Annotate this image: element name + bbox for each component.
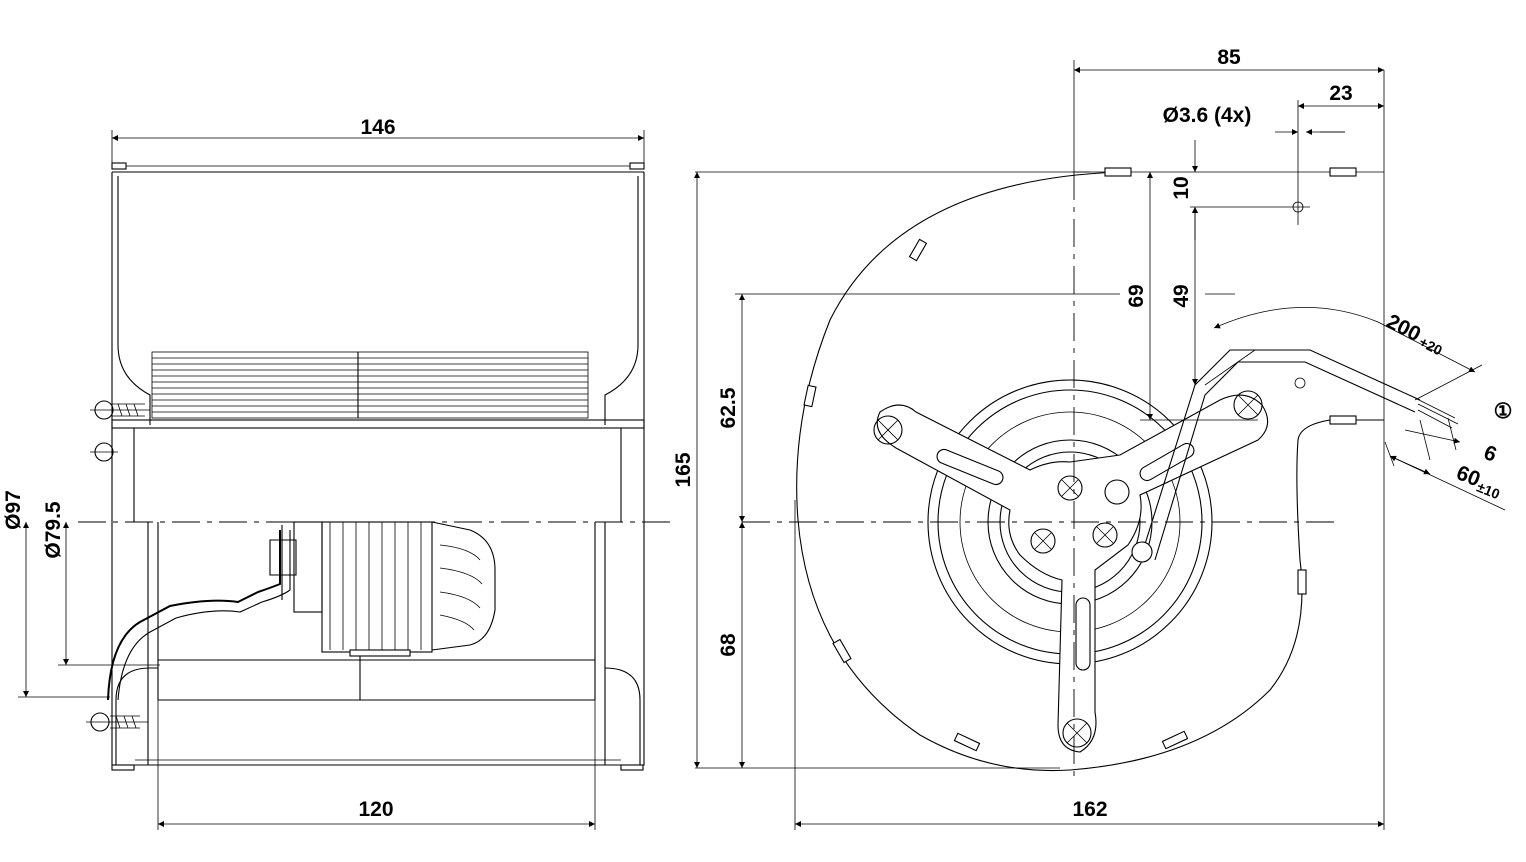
bolt-icons [877, 394, 1259, 744]
dim-162: 162 [1072, 798, 1107, 821]
dim-120: 120 [358, 798, 393, 821]
side-dimensions: 146 120 Ø97 Ø79.5 [2, 116, 645, 830]
dim-dia-97: Ø97 [2, 490, 25, 530]
screw-icon [86, 712, 148, 732]
dim-cable-length: 200 [1383, 310, 1425, 346]
dim-10: 10 [1170, 176, 1193, 199]
motor-fins [329, 522, 422, 650]
dim-strip-6: 6 [1481, 441, 1500, 467]
dim-68: 68 [717, 633, 740, 657]
dim-dia-79-5: Ø79.5 [42, 501, 65, 559]
front-view [695, 60, 1459, 830]
dim-23: 23 [1329, 82, 1352, 105]
screw-icon [90, 400, 150, 462]
dim-strip-60-tol: ±10 [1475, 479, 1503, 503]
impeller-blades [152, 357, 588, 413]
dim-62-5: 62.5 [717, 387, 740, 428]
dim-146: 146 [360, 116, 395, 139]
dim-49: 49 [1170, 284, 1193, 307]
dim-85: 85 [1217, 46, 1241, 69]
clip-icons [803, 167, 1357, 752]
screw-icon [1030, 475, 1130, 554]
dim-165: 165 [672, 452, 695, 487]
callout-1: ① [1494, 400, 1513, 423]
dim-69: 69 [1125, 284, 1148, 307]
side-view [78, 162, 676, 771]
dim-hole: Ø3.6 (4x) [1163, 104, 1252, 127]
